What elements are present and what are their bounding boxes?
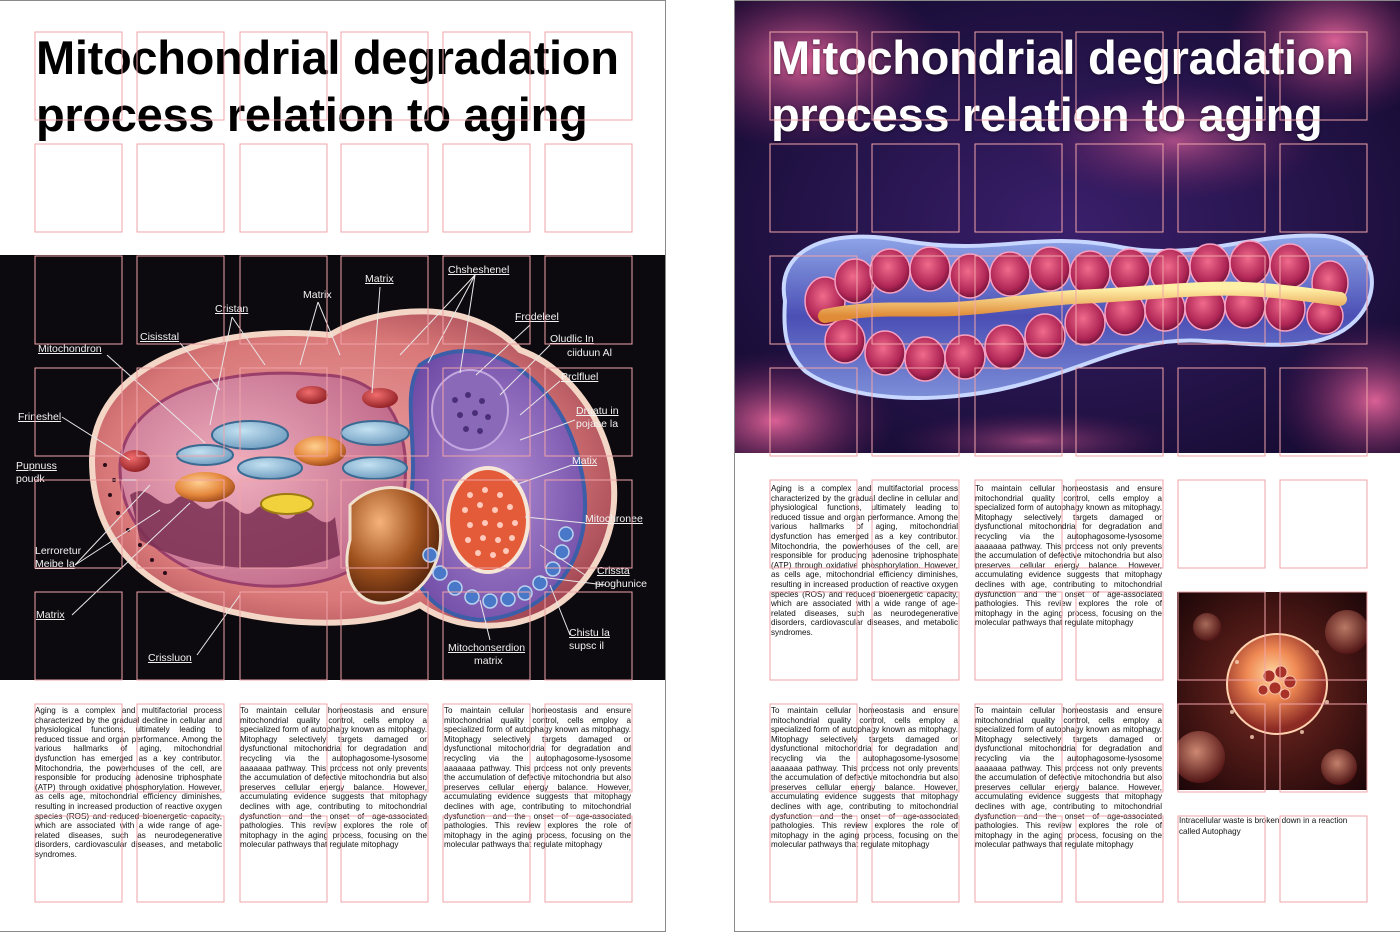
label-druatu-in: Druatu in [576, 405, 619, 417]
label-frineshel: Frineshel [18, 411, 62, 423]
label-pojase-la: pojase la [576, 418, 619, 430]
label-poudk: poudk [16, 473, 45, 485]
body-column-2: To maintain cellular homeostasis and ens… [975, 484, 1162, 628]
label-ciiduunal: ciiduun Al [567, 347, 612, 359]
label-proghunice: proghunice [595, 578, 647, 590]
label-matix: Matix [572, 455, 598, 467]
label-mitochondron: Mitochondron [38, 343, 102, 355]
label-matrix-sub: matrix [474, 655, 503, 667]
body-column-3: To maintain cellular homeostasis and ens… [444, 706, 631, 850]
body-column-2: To maintain cellular homeostasis and ens… [240, 706, 427, 850]
body-column-3: To maintain cellular homeostasis and ens… [771, 706, 958, 850]
label-crissta: Crissta [597, 565, 630, 577]
label-cisisstal: Cisisstal [140, 331, 180, 343]
mitochondrion-diagram: Mitochondron Cisisstal Cristan Matrix Ma… [0, 255, 665, 680]
body-column-4: To maintain cellular homeostasis and ens… [975, 706, 1162, 850]
label-chistu-la: Chistu la [569, 627, 610, 639]
page-title: Mitochondrial degradation process relati… [36, 31, 619, 141]
label-pupnuss: Pupnuss [16, 460, 57, 472]
page-right: Mitochondrial degradation process relati… [734, 0, 1400, 932]
label-mitochonserdion: Mitochonserdion [448, 642, 526, 654]
photo-caption: Intracellular waste is broken down in a … [1179, 816, 1348, 836]
label-meibe-la: Meibe la [35, 558, 75, 570]
label-mitochronee: Mitochronee [585, 513, 643, 525]
label-chsheshenel: Chsheshenel [448, 264, 510, 276]
body-column-1: Aging is a complex and multifactorial pr… [771, 484, 958, 637]
label-matrix-bottom: Matrix [36, 609, 65, 621]
label-matrix-top2: Matrix [365, 273, 394, 285]
page-title: Mitochondrial degradation process relati… [771, 31, 1354, 141]
label-oludlic-in: Oludlic In [550, 333, 594, 345]
body-column-1: Aging is a complex and multifactorial pr… [35, 706, 222, 859]
label-supsc-il: supsc il [569, 640, 605, 652]
label-matrix-top: Matrix [303, 289, 332, 301]
label-frodeleel: Frodeleel [515, 311, 559, 323]
label-crissluon: Crissluon [148, 652, 192, 664]
autophagy-photo [1177, 592, 1367, 790]
label-lerroretur: Lerroretur [35, 545, 82, 557]
page-left: Mitochondrial degradation process relati… [0, 0, 666, 932]
label-prclfluel: Prclfluel [561, 371, 599, 383]
label-cristan: Cristan [215, 303, 249, 315]
